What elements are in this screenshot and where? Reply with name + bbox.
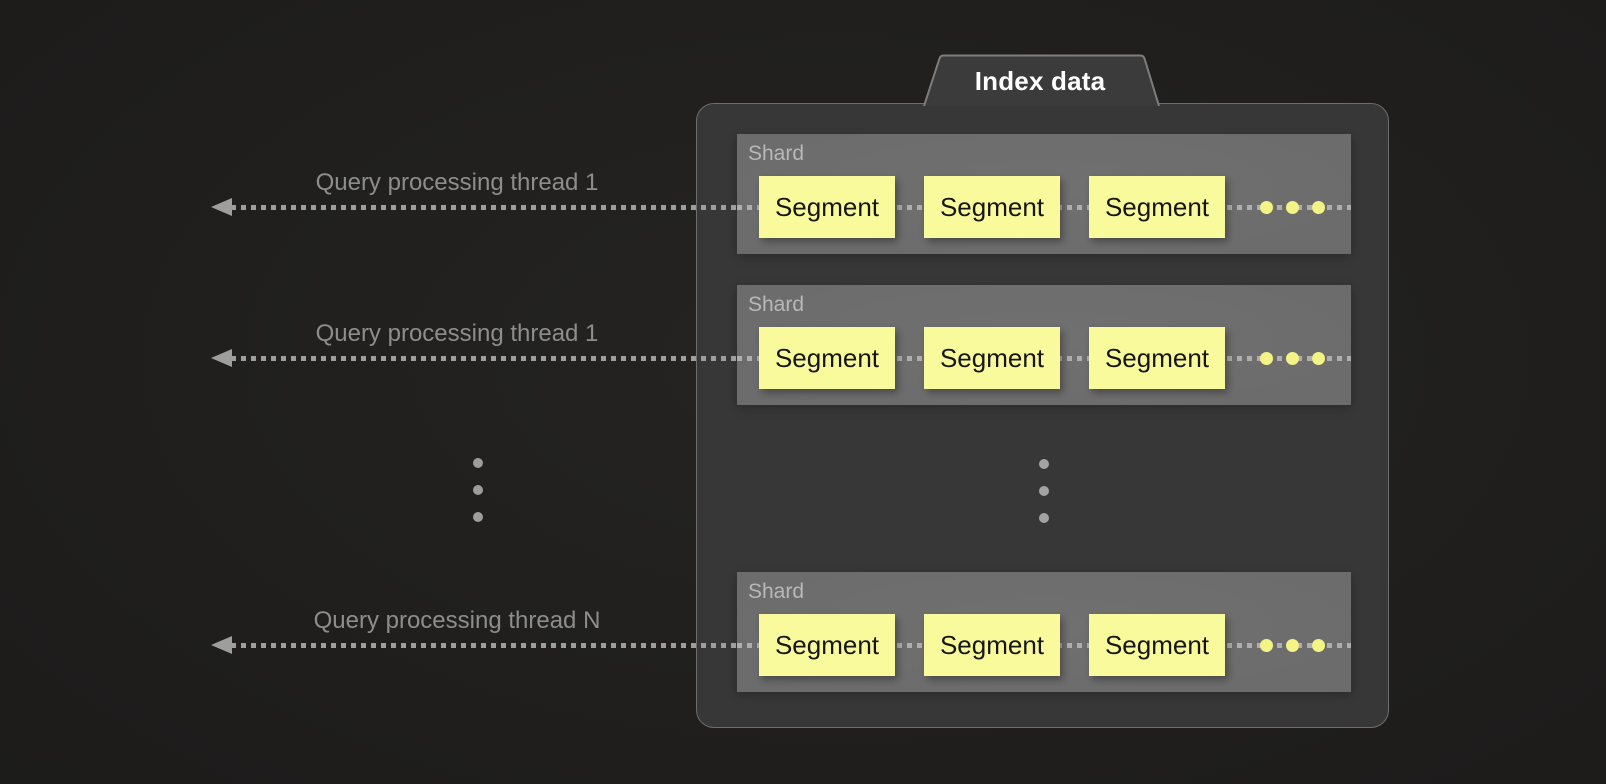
more-segments-ellipsis-dot: [1312, 201, 1325, 214]
dotted-arrow-line: [231, 356, 737, 361]
ellipsis-dot: [473, 512, 483, 522]
index-data-title: Index data: [974, 66, 1106, 96]
shard-box-2: Shard Segment Segment Segment: [737, 285, 1351, 405]
shard-box-3: Shard Segment Segment Segment: [737, 572, 1351, 692]
segment-box: Segment: [759, 614, 895, 676]
segment-box: Segment: [924, 614, 1060, 676]
more-segments-ellipsis-dot: [1286, 201, 1299, 214]
more-segments-ellipsis-dot: [1260, 201, 1273, 214]
segment-box: Segment: [924, 176, 1060, 238]
more-segments-ellipsis-dot: [1260, 639, 1273, 652]
more-segments-ellipsis-dot: [1286, 352, 1299, 365]
segment-box: Segment: [1089, 614, 1225, 676]
more-segments-ellipsis-dot: [1312, 352, 1325, 365]
arrow-left-icon: [211, 636, 232, 654]
dotted-arrow-line: [231, 643, 737, 648]
tab-shape: [923, 54, 1160, 106]
arrow-left-icon: [211, 198, 232, 216]
segment-box: Segment: [1089, 176, 1225, 238]
ellipsis-dot: [473, 458, 483, 468]
index-data-tab: Index data: [920, 54, 1160, 106]
thread-label: Query processing thread 1: [315, 169, 599, 196]
segment-box: Segment: [759, 176, 895, 238]
shard-label: Shard: [748, 580, 805, 603]
segment-box: Segment: [924, 327, 1060, 389]
ellipsis-dot: [473, 485, 483, 495]
index-data-container: Shard Segment Segment Segment Shard Segm…: [696, 103, 1389, 728]
more-segments-ellipsis-dot: [1286, 639, 1299, 652]
ellipsis-dot: [1039, 513, 1049, 523]
dotted-arrow-line: [231, 205, 737, 210]
thread-label: Query processing thread 1: [315, 320, 599, 347]
arrow-left-icon: [211, 349, 232, 367]
segment-box: Segment: [1089, 327, 1225, 389]
shard-label: Shard: [748, 142, 805, 165]
shard-label: Shard: [748, 293, 805, 316]
ellipsis-dot: [1039, 486, 1049, 496]
ellipsis-dot: [1039, 459, 1049, 469]
more-segments-ellipsis-dot: [1312, 639, 1325, 652]
thread-label: Query processing thread N: [313, 607, 601, 634]
more-segments-ellipsis-dot: [1260, 352, 1273, 365]
shard-box-1: Shard Segment Segment Segment: [737, 134, 1351, 254]
segment-box: Segment: [759, 327, 895, 389]
